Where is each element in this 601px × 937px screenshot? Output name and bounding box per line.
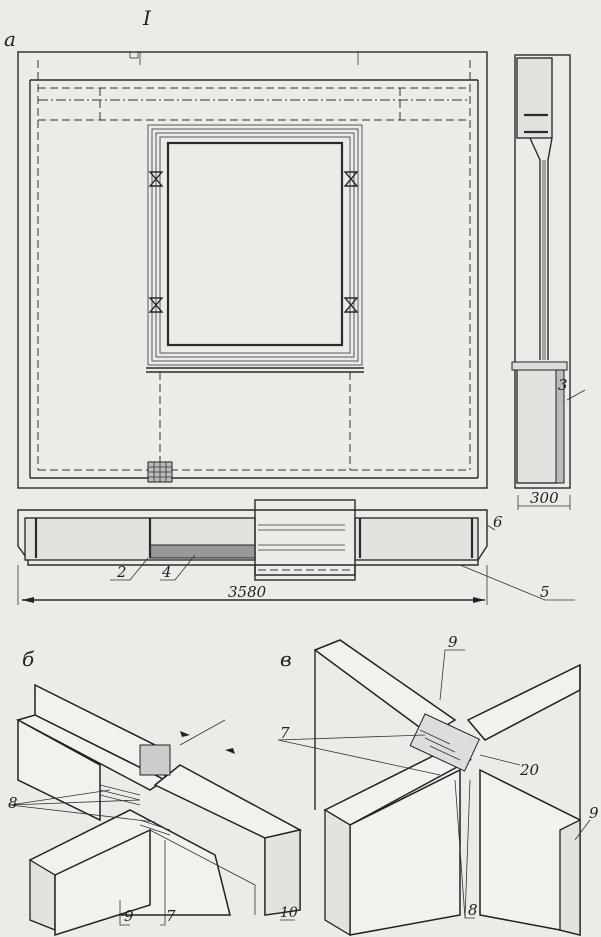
label-2: 2 bbox=[116, 563, 127, 581]
label-6: 6 bbox=[493, 513, 503, 531]
panel-label-b: б bbox=[22, 647, 35, 671]
hinge-icon bbox=[343, 171, 359, 187]
panel-elevation bbox=[17, 51, 488, 489]
detail-b-joint bbox=[9, 683, 303, 937]
dimension-3580: 3580 bbox=[228, 583, 267, 601]
plan-section bbox=[17, 499, 575, 605]
label-9-v-right: 9 bbox=[589, 804, 599, 822]
label-8-v: 8 bbox=[468, 901, 478, 919]
hinge-icon bbox=[148, 171, 164, 187]
hinge-icon bbox=[148, 297, 164, 313]
label-3: 3 bbox=[558, 376, 568, 394]
dimension-20: 20 bbox=[519, 761, 540, 779]
vent-grille-icon bbox=[147, 461, 173, 483]
label-7-b: 7 bbox=[166, 907, 176, 925]
panel-label-a: а bbox=[4, 27, 16, 51]
label-4: 4 bbox=[161, 563, 172, 581]
label-9-b: 9 bbox=[124, 907, 134, 925]
label-10-b: 10 bbox=[280, 905, 298, 921]
label-7-v: 7 bbox=[280, 724, 290, 742]
label-8-b: 8 bbox=[8, 794, 18, 812]
figure-number: I bbox=[142, 6, 152, 30]
side-section bbox=[511, 54, 586, 510]
hinge-icon bbox=[343, 297, 359, 313]
label-5: 5 bbox=[540, 583, 550, 601]
dimension-300: 300 bbox=[530, 489, 559, 507]
panel-label-v: в bbox=[280, 647, 292, 671]
label-9-v-top: 9 bbox=[448, 633, 458, 651]
detail-v-joint bbox=[277, 639, 591, 937]
